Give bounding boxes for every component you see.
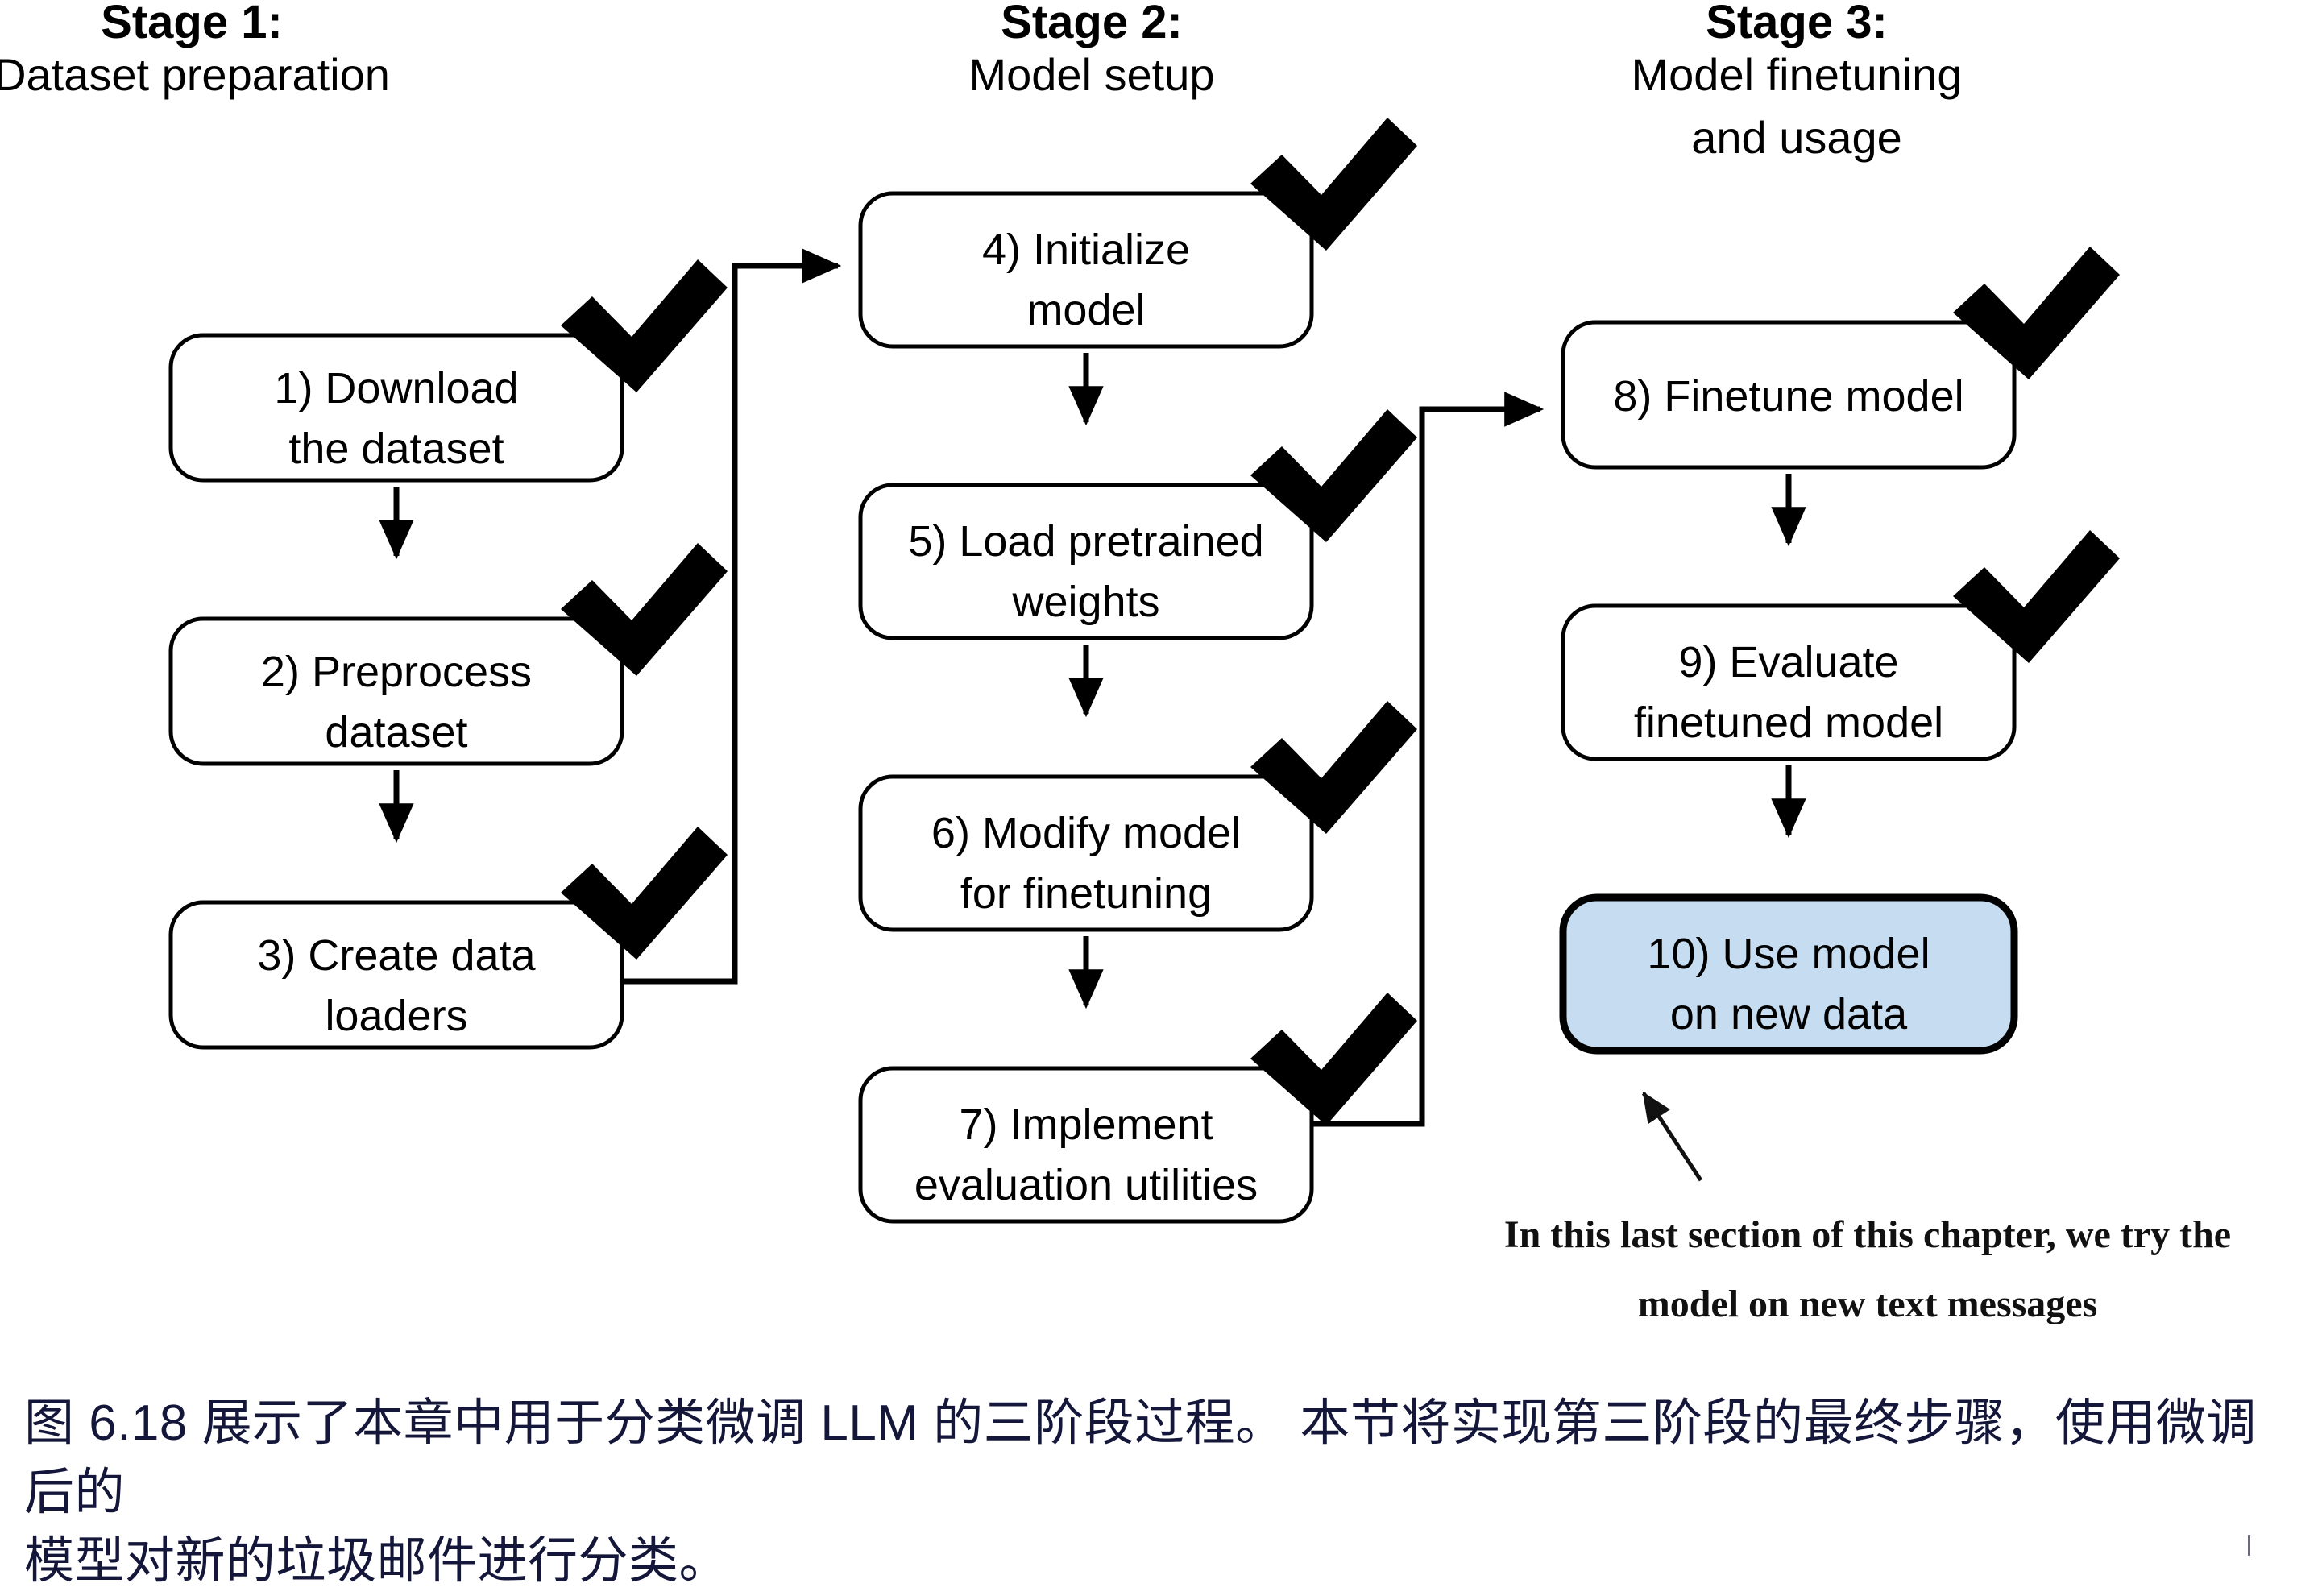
step-9-label-line-1: 9) Evaluate xyxy=(1678,638,1898,686)
step-4-node[interactable]: 4) Initialize model xyxy=(858,118,1417,349)
stage-title-3-heading: Stage 3: xyxy=(1706,0,1888,48)
step-4-box[interactable] xyxy=(858,191,1314,349)
step-7-node[interactable]: 7) Implement evaluation utilities xyxy=(858,993,1417,1224)
step-5-box[interactable] xyxy=(858,483,1314,640)
step-7-label-line-1: 7) Implement xyxy=(959,1101,1213,1149)
step-7-check-icon xyxy=(1250,993,1417,1125)
step-7-label-line-2: evaluation utilities xyxy=(914,1161,1258,1209)
step-6-node[interactable]: 6) Modify model for finetuning xyxy=(858,701,1417,932)
annotation-pointer-arrow xyxy=(1641,1091,1703,1182)
step-10-box[interactable] xyxy=(1559,893,2018,1055)
caption-line-2: 模型对新的垃圾邮件进行分类。 xyxy=(24,1533,730,1590)
step-2-check-icon xyxy=(561,543,728,676)
step-2-label-line-2: dataset xyxy=(325,708,467,757)
step-8-box[interactable] xyxy=(1561,320,2017,470)
stage-title-3-subtitle-line-1: Model finetuning xyxy=(1632,49,1963,100)
step-5-node[interactable]: 5) Load pretrained weights xyxy=(858,409,1417,640)
stage-title-1: Stage 1: Dataset preparation xyxy=(0,0,390,100)
step-3-label-line-2: loaders xyxy=(325,992,467,1040)
step-6-box[interactable] xyxy=(858,774,1314,932)
step-5-label-line-2: weights xyxy=(1011,578,1159,626)
step-4-label-line-1: 4) Initialize xyxy=(982,226,1190,274)
step-10-label-line-1: 10) Use model xyxy=(1647,930,1930,978)
stage-title-1-heading: Stage 1: xyxy=(101,0,283,48)
step-10-label-line-2: on new data xyxy=(1670,990,1908,1038)
caption-line-1: 图 6.18 展示了本章中用于分类微调 LLM 的三阶段过程。 本节将实现第三阶… xyxy=(24,1395,2257,1520)
connector-stage1-to-stage2 xyxy=(622,248,842,985)
step-3-node[interactable]: 3) Create data loaders xyxy=(168,827,728,1050)
step-4-label-line-2: model xyxy=(1026,286,1145,334)
figure-caption: 图 6.18 展示了本章中用于分类微调 LLM 的三阶段过程。 本节将实现第三阶… xyxy=(0,1362,2322,1589)
step-4-check-icon xyxy=(1250,118,1417,251)
step-9-node[interactable]: 9) Evaluate finetuned model xyxy=(1561,530,2120,761)
stage-title-2-heading: Stage 2: xyxy=(1001,0,1183,48)
step-1-check-icon xyxy=(561,259,728,392)
step-5-check-icon xyxy=(1250,409,1417,542)
step-5-label-line-1: 5) Load pretrained xyxy=(908,517,1263,566)
step-9-box[interactable] xyxy=(1561,603,2017,761)
step-6-label-line-2: for finetuning xyxy=(960,869,1212,918)
stage-title-3: Stage 3: Model finetuning and usage xyxy=(1632,0,1963,163)
stage-title-2: Stage 2: Model setup xyxy=(968,0,1214,100)
step-3-check-icon xyxy=(561,827,728,960)
step-9-check-icon xyxy=(1953,530,2120,663)
step-2-node[interactable]: 2) Preprocess dataset xyxy=(168,543,728,766)
annotation-line-2: model on new text messages xyxy=(1638,1283,2098,1325)
stage-title-3-subtitle-line-2: and usage xyxy=(1691,112,1902,163)
stage-title-2-subtitle-line-1: Model setup xyxy=(968,49,1214,100)
annotation-text: In this last section of this chapter, we… xyxy=(1504,1213,2231,1325)
figure-diagram: Stage 1: Dataset preparation Stage 2: Mo… xyxy=(0,0,2231,1325)
step-9-label-line-2: finetuned model xyxy=(1634,699,1943,747)
step-1-box[interactable] xyxy=(168,333,624,483)
step-10-node[interactable]: 10) Use model on new data xyxy=(1559,893,2018,1055)
annotation-line-1: In this last section of this chapter, we… xyxy=(1504,1213,2231,1256)
step-1-node[interactable]: 1) Download the dataset xyxy=(168,259,728,483)
step-8-node[interactable]: 8) Finetune model xyxy=(1561,247,2120,470)
page-edge-tick xyxy=(2248,1535,2250,1556)
step-8-label-line-1: 8) Finetune model xyxy=(1613,372,1963,421)
step-1-label-line-2: the dataset xyxy=(288,425,504,473)
stage-title-1-subtitle-line-1: Dataset preparation xyxy=(0,49,390,100)
step-6-check-icon xyxy=(1250,701,1417,834)
step-3-box[interactable] xyxy=(168,900,624,1050)
step-6-label-line-1: 6) Modify model xyxy=(931,809,1241,857)
step-2-box[interactable] xyxy=(168,616,624,766)
step-8-check-icon xyxy=(1953,247,2120,379)
step-7-box[interactable] xyxy=(858,1066,1314,1224)
step-1-label-line-1: 1) Download xyxy=(274,364,518,412)
step-3-label-line-1: 3) Create data xyxy=(257,931,536,980)
connector-stage2-to-stage3 xyxy=(1312,392,1545,1127)
flowchart-svg: Stage 1: Dataset preparation Stage 2: Mo… xyxy=(0,0,2231,1325)
step-2-label-line-1: 2) Preprocess xyxy=(261,648,532,696)
